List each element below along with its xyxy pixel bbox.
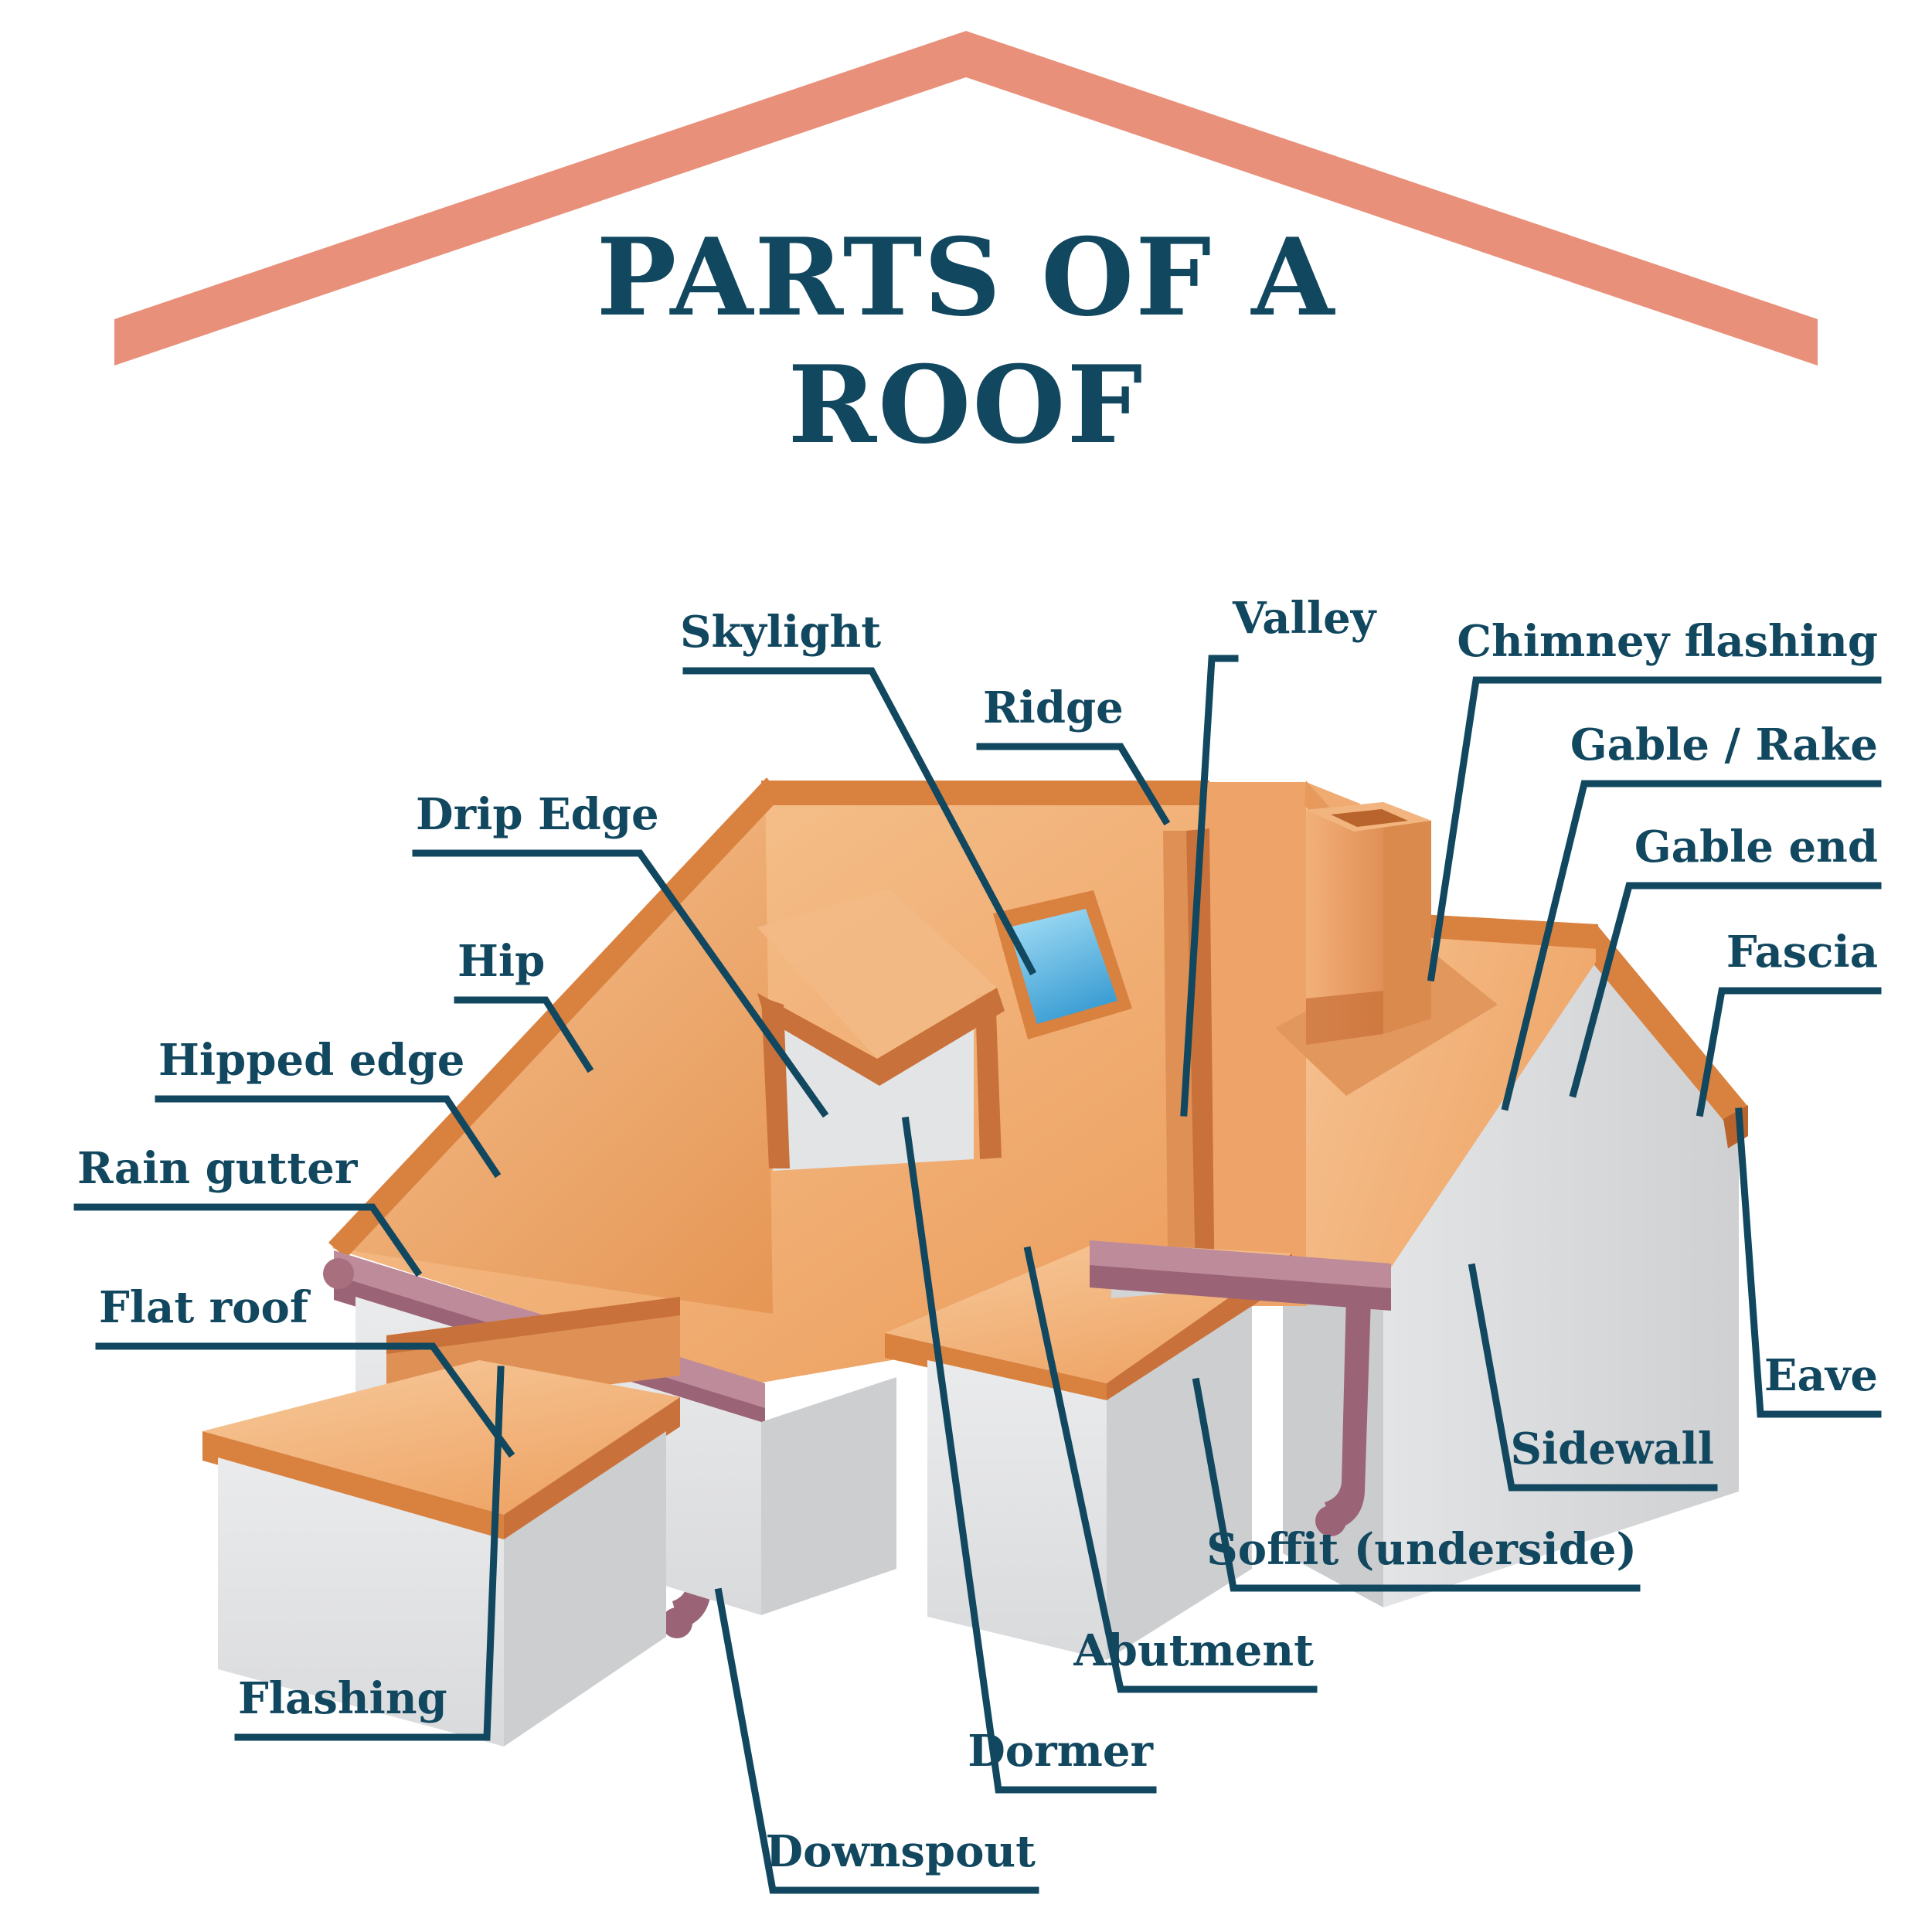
leader-dormer [901, 1116, 1157, 1794]
leader-hipped-edge [155, 1095, 502, 1179]
leader-skylight [682, 667, 1037, 976]
page-title-line2: ROOF [787, 342, 1145, 468]
page-title-line1: PARTS OF A [596, 214, 1336, 340]
downspout-right [1315, 1295, 1371, 1536]
leader-hip [454, 996, 594, 1073]
leader-soffit [1192, 1377, 1641, 1592]
leader-downspout [714, 1587, 1039, 1894]
leader-fascia [1696, 987, 1882, 1117]
label-soffit: Soffit (underside) [1206, 1524, 1637, 1575]
leader-ridge [976, 743, 1171, 826]
label-hipped-edge: Hipped edge [158, 1035, 465, 1086]
leader-chimney-flashing [1427, 676, 1882, 982]
leader-abutment [1023, 1246, 1318, 1693]
chimney [1306, 802, 1431, 1045]
label-ridge: Ridge [983, 682, 1124, 733]
label-hip: Hip [457, 936, 546, 987]
label-drip-edge: Drip Edge [416, 789, 659, 840]
label-flat-roof: Flat roof [99, 1282, 308, 1333]
label-dormer: Dormer [968, 1726, 1153, 1777]
label-downspout: Downspout [765, 1826, 1036, 1877]
leader-valley [1180, 655, 1239, 1117]
leader-rain-gutter [73, 1203, 423, 1277]
label-gable-rake: Gable / Rake [1570, 719, 1878, 770]
label-fascia: Fascia [1726, 927, 1878, 978]
leader-drip-edge [412, 849, 829, 1118]
leader-gable-end [1569, 882, 1882, 1098]
leader-flat-roof [95, 1342, 515, 1458]
label-skylight: Skylight [680, 607, 882, 658]
label-valley: Valley [1233, 593, 1376, 644]
flat-roof [202, 1360, 680, 1544]
label-flashing: Flashing [238, 1673, 447, 1724]
label-rain-gutter: Rain gutter [77, 1143, 358, 1194]
gable-end-wall [1383, 941, 1739, 1607]
leader-eave [1735, 1107, 1882, 1418]
label-eave: Eave [1764, 1350, 1878, 1401]
rain-gutter-right [1090, 1240, 1391, 1311]
leader-flashing [234, 1366, 505, 1741]
label-sidewall: Sidewall [1510, 1423, 1714, 1475]
label-abutment: Abutment [1073, 1625, 1314, 1676]
flat-roof-wall [218, 1431, 666, 1747]
leader-gable-rake [1501, 780, 1882, 1111]
label-gable-end: Gable end [1634, 821, 1878, 872]
skylight [993, 890, 1132, 1039]
label-chimney-flashing: Chimney flashing [1457, 616, 1878, 667]
leader-lines [73, 655, 1882, 1894]
leader-sidewall [1468, 1263, 1718, 1492]
